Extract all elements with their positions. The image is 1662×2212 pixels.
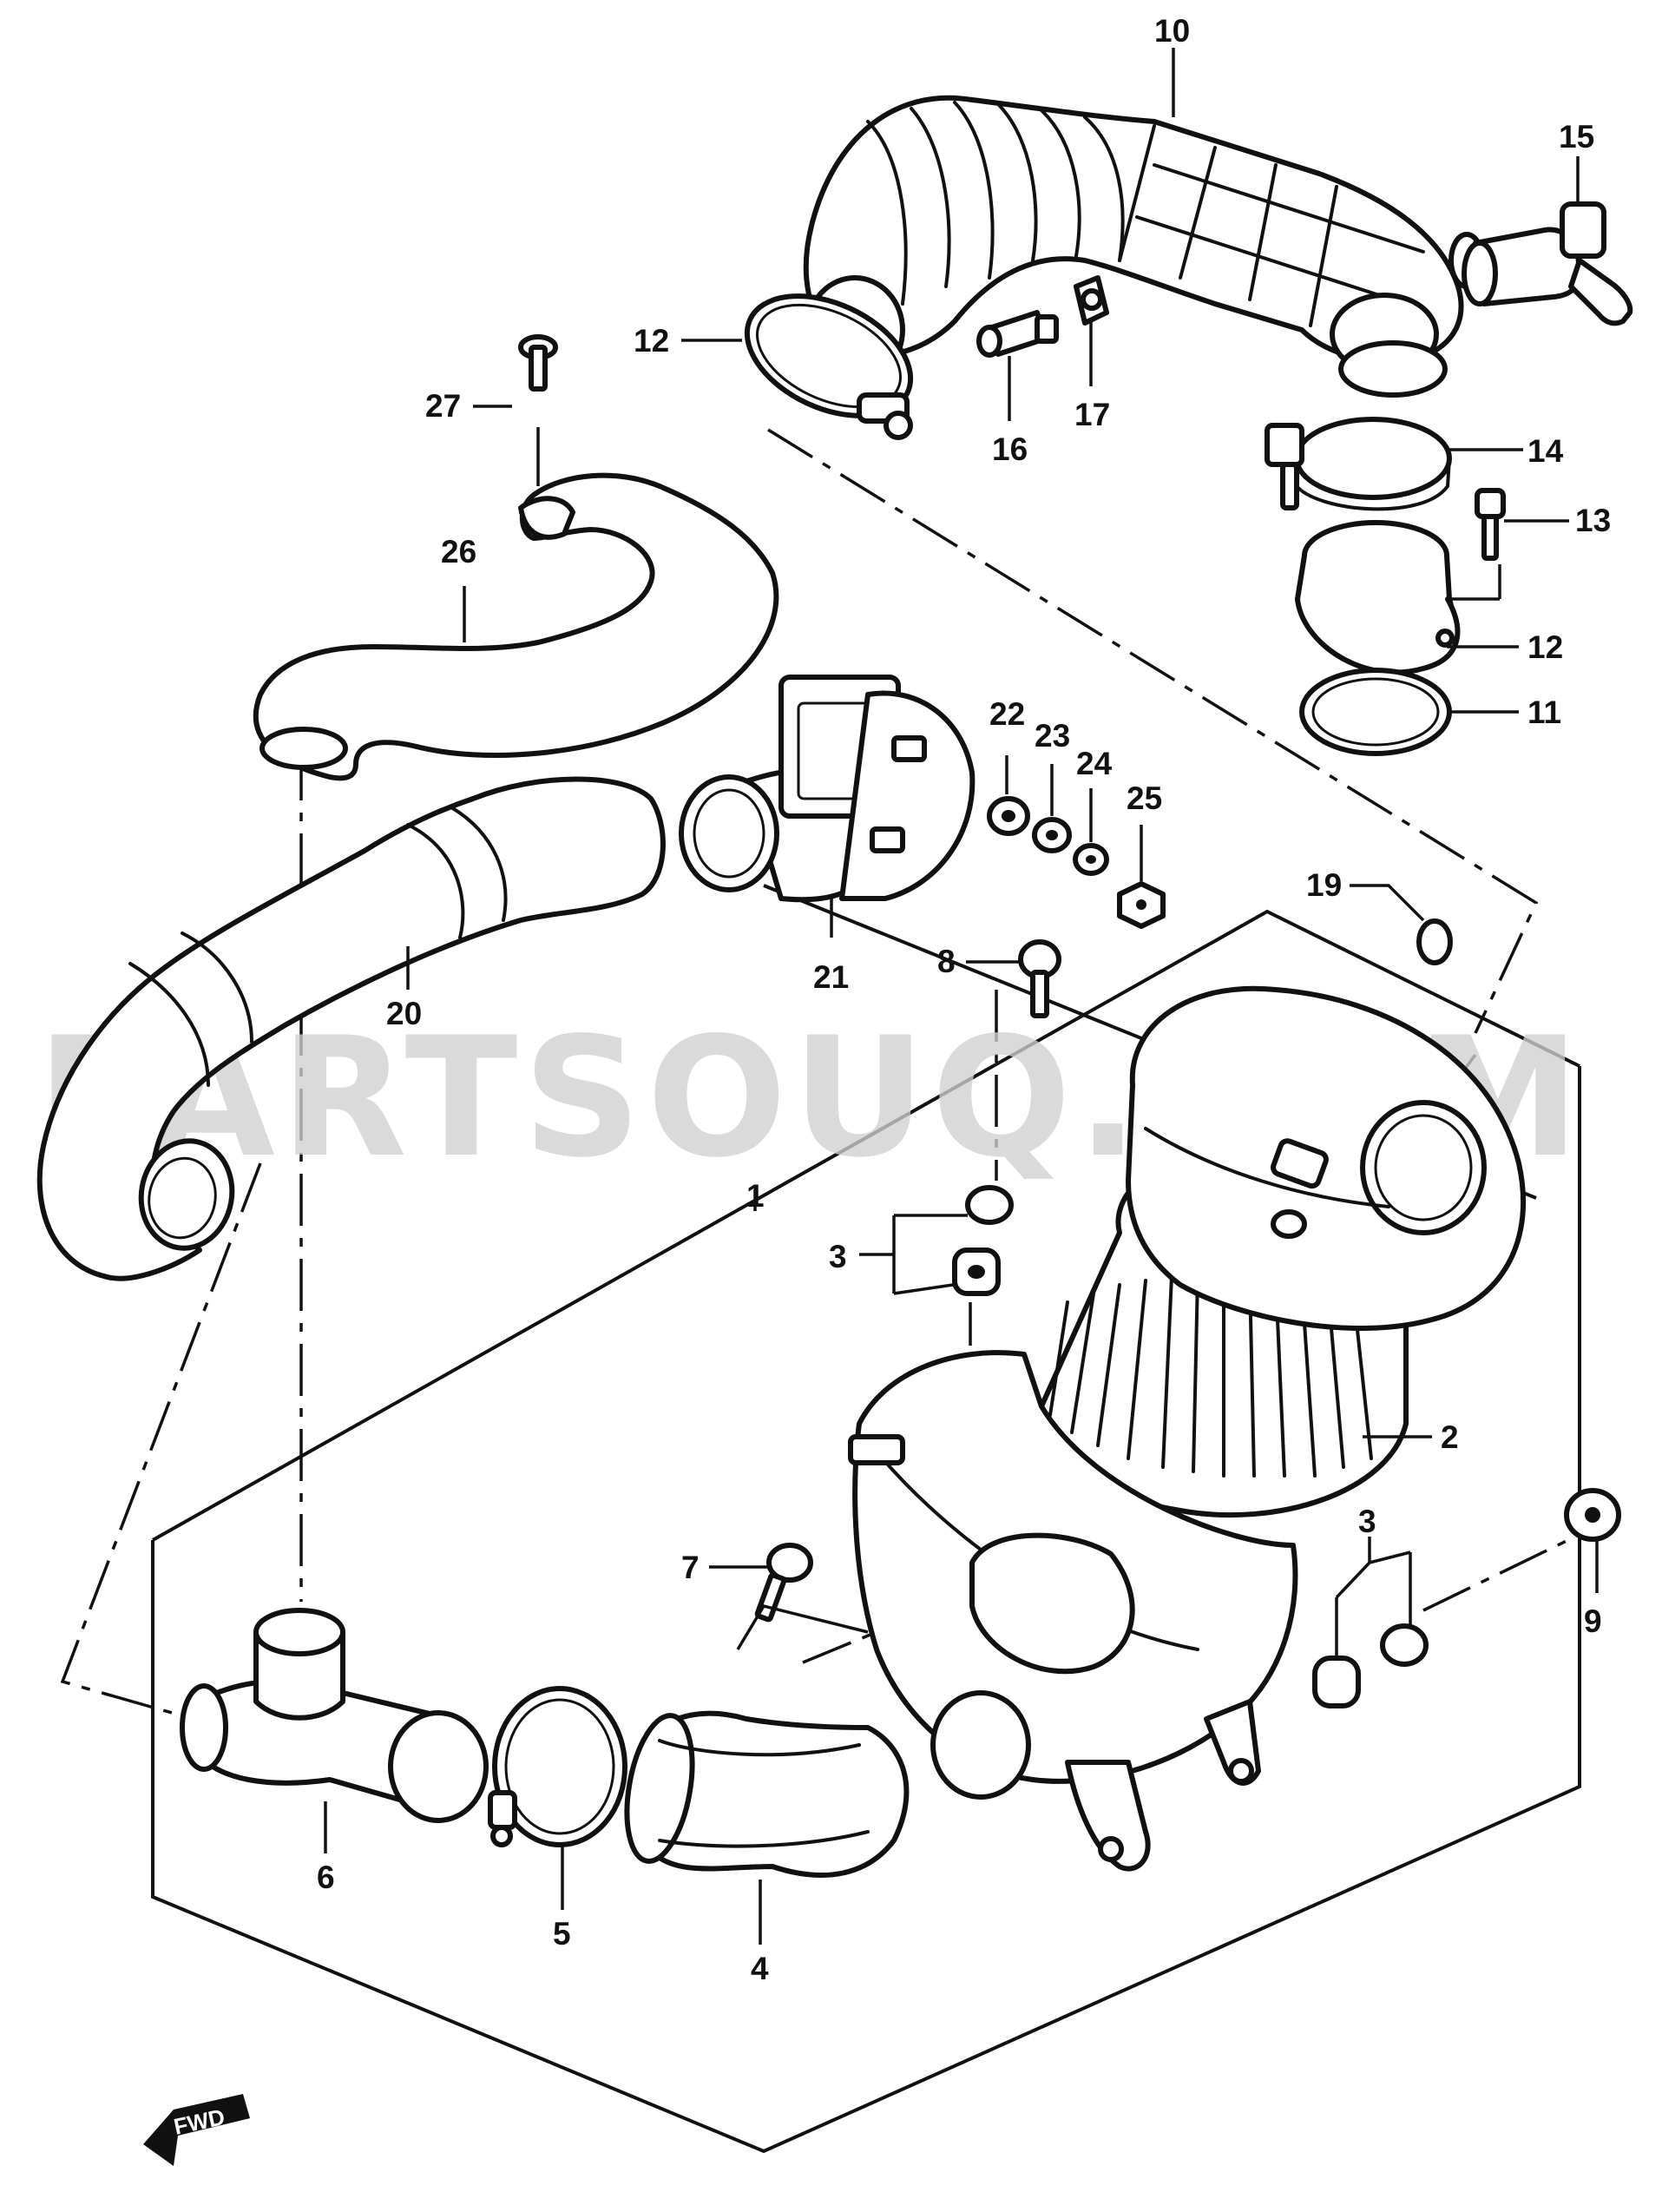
part-7-bolt [754, 1543, 813, 1623]
callout-15: 14 [1527, 433, 1564, 469]
callout-10: 10 [1154, 13, 1190, 49]
part-6-tee-pipe [180, 1608, 489, 1823]
part-lid-air-cleaner [1126, 985, 1527, 1332]
leader-lines [324, 48, 1599, 1945]
callout-9: 9 [1584, 1603, 1602, 1639]
callout-26: 26 [441, 534, 476, 569]
callout-24: 24 [1076, 746, 1113, 781]
part-17-bolt [976, 310, 1059, 358]
callout-18: 17 [1074, 397, 1110, 432]
callout-3-lower: 3 [1358, 1504, 1376, 1539]
callout-4: 4 [751, 1951, 769, 1986]
part-26-breather-hose [253, 472, 779, 781]
callout-7: 7 [681, 1550, 700, 1585]
callout-19: 19 [1306, 867, 1342, 903]
callout-2: 2 [1441, 1419, 1459, 1455]
callout-12: 12 [634, 323, 669, 359]
part-3-grommet-upper [952, 1185, 1014, 1296]
part-22-washer [987, 796, 1030, 836]
part-9-nut [1564, 1488, 1621, 1542]
part-18-clip [1074, 275, 1109, 326]
callout-5: 5 [553, 1916, 571, 1952]
fwd-arrow-icon: FWD [143, 2094, 250, 2166]
part-8-bolt [1018, 939, 1061, 1018]
part-13-outlet-bracket [1295, 520, 1461, 675]
part-15-clamp [1265, 417, 1452, 511]
callout-27: 27 [425, 388, 461, 424]
callout-20: 20 [386, 996, 422, 1031]
part-10-intake-duct [803, 95, 1485, 398]
assembly-frame-lower [151, 909, 1581, 2154]
callout-13: 12 [1527, 629, 1563, 665]
callout-25: 25 [1127, 780, 1162, 816]
callout-16: 15 [1559, 119, 1594, 155]
part-14-bolt [1475, 488, 1506, 561]
callout-3-upper: 3 [829, 1239, 847, 1274]
callout-21: 21 [813, 959, 849, 995]
part-5-clamp [488, 1686, 627, 1847]
callout-8: 8 [937, 944, 956, 979]
callout-22: 22 [989, 696, 1025, 732]
callout-6: 6 [317, 1860, 335, 1895]
callout-1: 1 [746, 1178, 765, 1214]
part-12-clamp [744, 293, 914, 440]
part-19-grommet [1416, 918, 1453, 965]
part-24-washer [1073, 843, 1109, 876]
part-20-intake-hose [36, 776, 666, 1281]
callout-labels: 10 15 12 16 17 14 13 12 11 27 26 20 21 2… [317, 13, 1611, 1986]
part-25-nut [1117, 881, 1166, 929]
part-3-grommet-lower [1312, 1623, 1429, 1708]
part-21-air-flow-meter [679, 675, 976, 903]
part-16-elbow [1462, 201, 1633, 326]
callout-23: 23 [1035, 718, 1070, 754]
part-air-cleaner-case [848, 1350, 1298, 1872]
callout-11: 11 [1527, 695, 1561, 730]
part-23-washer [1032, 817, 1072, 853]
part-27-screw [518, 334, 558, 392]
callout-14: 13 [1575, 503, 1611, 538]
part-11-seal-ring [1299, 668, 1452, 756]
part-4-connector-hose [624, 1710, 910, 1878]
callout-17: 16 [992, 431, 1028, 467]
